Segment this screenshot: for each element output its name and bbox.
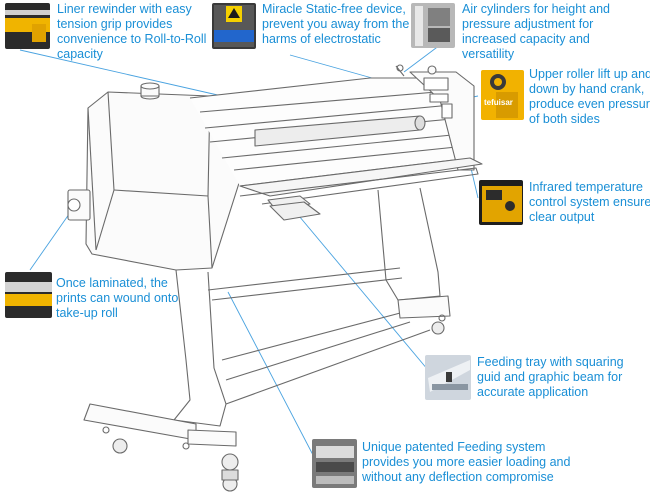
machine-stand [83, 187, 451, 492]
callout-air-cylinders: Air cylinders for height and pressure ad… [462, 2, 610, 61]
thumb-liner-rewinder [5, 3, 50, 49]
callout-feeding-tray: Feeding tray with squaring guid and grap… [477, 355, 624, 399]
callout-static-free: Miracle Static-free device, prevent you … [262, 2, 410, 46]
left-end-cabinet [67, 82, 241, 271]
thumb-infrared [479, 180, 523, 225]
thumb-air-cylinders [411, 3, 455, 48]
thumb-upper-roller [481, 70, 524, 120]
callout-feeding-system: Unique patented Feeding system provides … [362, 440, 571, 484]
callout-liner-rewinder: Liner rewinder with easy tension grip pr… [57, 2, 207, 61]
upper-roller-brand-label: tefuisar [484, 98, 513, 107]
thumb-static-free [212, 3, 256, 49]
callout-infrared: Infrared temperature control system ensu… [529, 180, 650, 224]
machine-body [189, 64, 483, 221]
callout-upper-roller: Upper roller lift up and down by hand cr… [529, 67, 650, 126]
thumb-take-up [5, 272, 52, 318]
thumb-feeding-tray [425, 355, 471, 400]
callout-take-up: Once laminated, the prints can wound ont… [56, 276, 179, 320]
thumbnail-photos [5, 3, 524, 488]
thumb-feeding-system [312, 439, 357, 488]
